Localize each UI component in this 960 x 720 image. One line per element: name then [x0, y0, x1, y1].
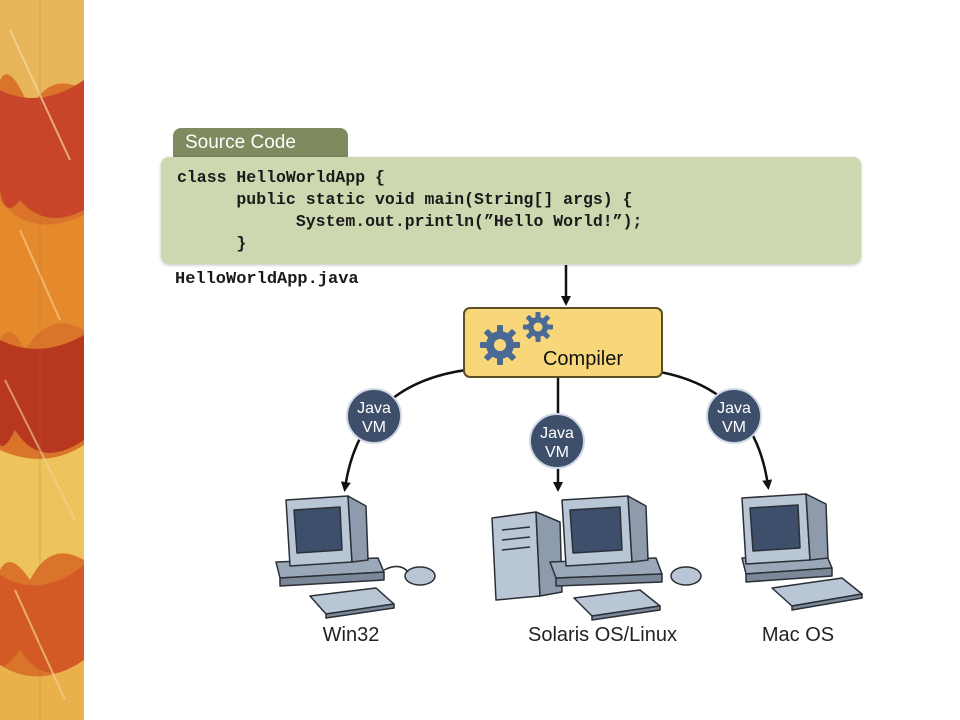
gears-icon — [480, 312, 553, 365]
java-vm-circle-solaris: Java VM — [529, 413, 585, 469]
java-vm-circle-win32: Java VM — [346, 388, 402, 444]
source-code-box — [161, 157, 861, 264]
java-vm-label-line2: VM — [362, 419, 386, 436]
compiler-label: Compiler — [543, 348, 623, 370]
win32-computer-icon — [275, 495, 436, 619]
source-code-tab: Source Code — [173, 128, 348, 160]
platform-label-win32: Win32 — [322, 624, 380, 646]
compiler-box: Compiler — [463, 307, 663, 378]
java-vm-circle-macos: Java VM — [706, 388, 762, 444]
solaris-linux-computer-icon — [491, 495, 702, 621]
java-vm-label-line2: VM — [722, 419, 746, 436]
platform-label-solaris-linux: Solaris OS/Linux — [528, 624, 677, 646]
java-vm-label-line1: Java — [540, 425, 574, 442]
source-filename: HelloWorldApp.java — [175, 270, 359, 289]
platform-label-macos: Mac OS — [761, 624, 835, 646]
macos-computer-icon — [741, 493, 863, 611]
autumn-leaves-image — [0, 0, 84, 720]
java-vm-label-line1: Java — [357, 400, 391, 417]
java-vm-label-line2: VM — [545, 444, 569, 461]
source-code-text: class HelloWorldApp { public static void… — [177, 168, 643, 253]
java-vm-label-line1: Java — [717, 400, 751, 417]
